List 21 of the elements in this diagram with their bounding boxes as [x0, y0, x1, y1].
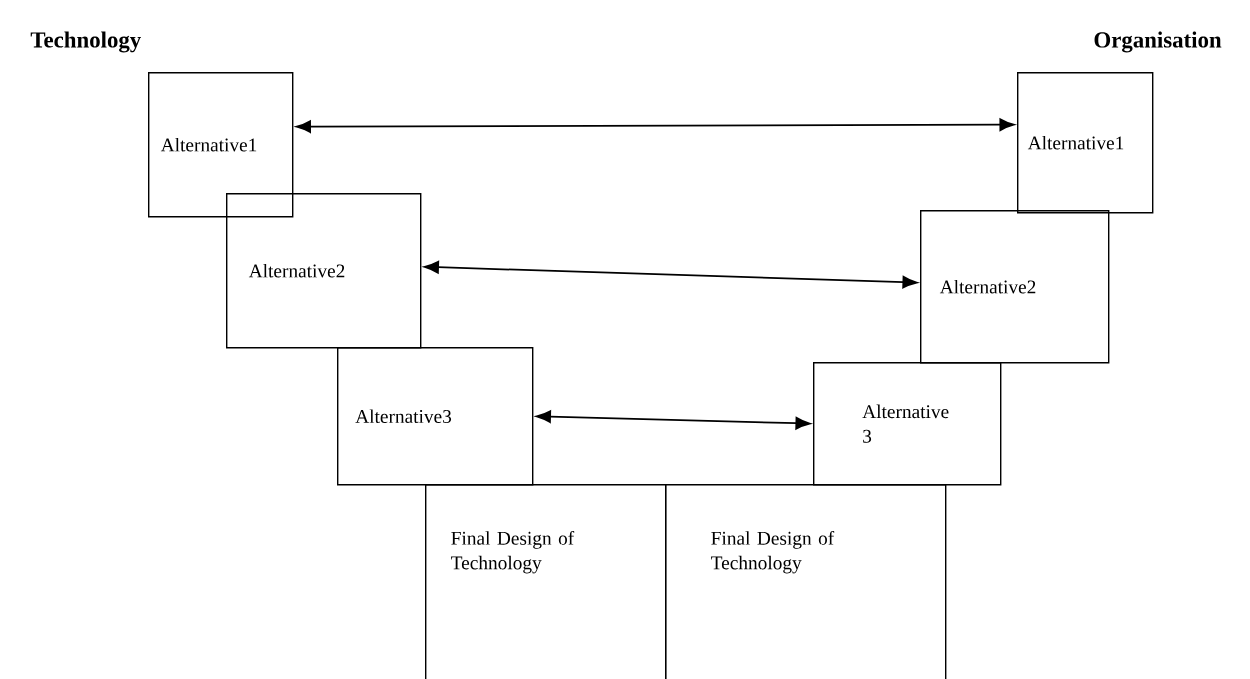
box-text: Alternative3	[355, 409, 452, 423]
box	[920, 210, 1110, 364]
box	[813, 362, 1002, 486]
arrow	[295, 118, 1015, 133]
box-text: Alternative1	[160, 137, 257, 152]
arrow	[535, 410, 811, 430]
box-text: Final Design of Technology	[711, 531, 835, 574]
box-text: Alternative 3	[862, 404, 949, 443]
box-text: Final Design of Technology	[451, 531, 575, 574]
box	[337, 347, 534, 486]
arrow	[423, 260, 918, 289]
box	[148, 72, 294, 218]
box	[665, 484, 947, 679]
box-text: Alternative1	[1027, 135, 1124, 150]
box-text: Alternative2	[248, 263, 345, 278]
box-text: Alternative2	[939, 279, 1036, 294]
box	[226, 193, 422, 349]
box	[425, 484, 667, 679]
heading: Technology	[30, 31, 141, 53]
box	[1017, 72, 1154, 214]
heading: Organisation	[1094, 31, 1222, 53]
